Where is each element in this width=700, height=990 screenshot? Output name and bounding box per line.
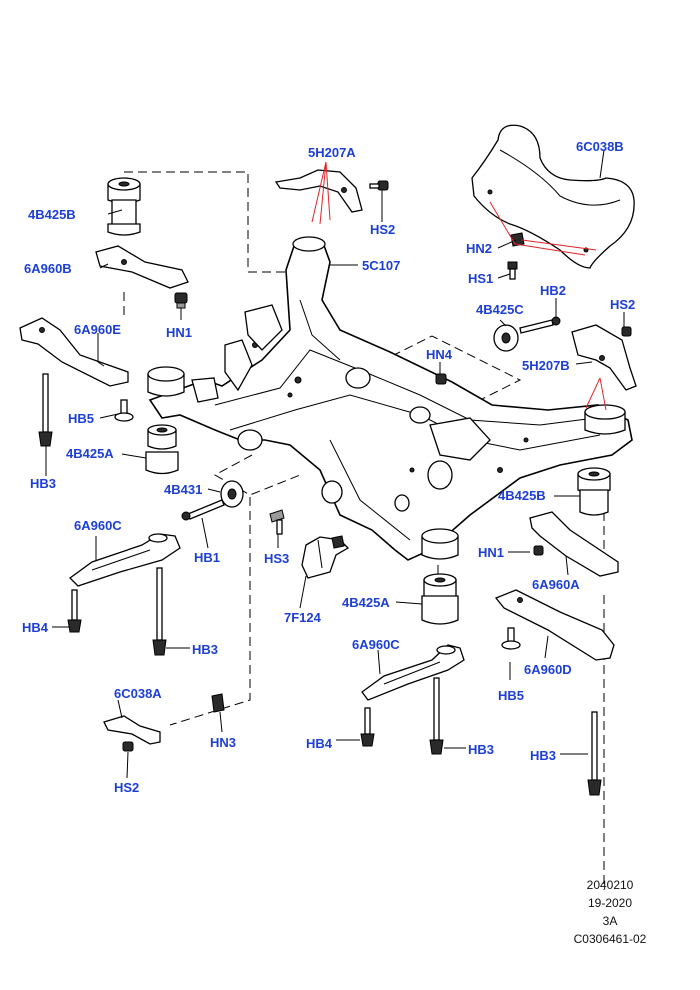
label-hb4-left: HB4 xyxy=(22,620,49,635)
footer-line-3: 3A xyxy=(602,914,618,928)
screw-hs3 xyxy=(269,509,285,535)
label-4b425a-center: 4B425A xyxy=(342,595,390,610)
bushing-4b431 xyxy=(220,480,244,508)
bolt-hb4-center xyxy=(360,707,375,747)
label-6c038b: 6C038B xyxy=(576,139,624,154)
label-hs2-right: HS2 xyxy=(610,297,635,312)
nut-hn1-right xyxy=(533,545,544,556)
label-hn2: HN2 xyxy=(466,241,492,256)
label-5c107: 5C107 xyxy=(362,258,400,273)
label-7f124: 7F124 xyxy=(284,610,322,625)
label-hn1-top: HN1 xyxy=(166,325,192,340)
bolt-hb3-left xyxy=(38,373,53,447)
label-4b431: 4B431 xyxy=(164,482,202,497)
arm-6a960c-center xyxy=(361,644,465,701)
bracket-5h207b xyxy=(571,324,637,391)
bolt-hb2 xyxy=(519,316,561,334)
bracket-7f124 xyxy=(301,535,350,579)
footer-line-2: 19-2020 xyxy=(587,896,633,910)
screw-hs1 xyxy=(507,261,518,280)
footer-line-4: C0306461-02 xyxy=(573,932,647,946)
label-4b425a-left: 4B425A xyxy=(66,446,114,461)
label-hn1-right: HN1 xyxy=(478,545,504,560)
bushing-4b425a-left xyxy=(145,424,179,475)
bushing-4b425c xyxy=(493,324,519,352)
nut-hn1-upper xyxy=(174,292,188,309)
label-6a960e: 6A960E xyxy=(74,322,121,337)
label-6a960c-left: 6A960C xyxy=(74,518,122,533)
bolt-hb5-left xyxy=(114,399,134,422)
bracket-6a960d xyxy=(494,589,615,661)
part-labels: 5H207A 6C038B 4B425B 6A960B HS2 5C107 HN… xyxy=(22,139,635,795)
label-hs1: HS1 xyxy=(468,271,493,286)
label-6a960a: 6A960A xyxy=(532,577,580,592)
label-hb1: HB1 xyxy=(194,550,220,565)
footer-line-1: 2040210 xyxy=(586,878,634,892)
screw-hs2-right xyxy=(621,326,632,337)
screw-hs2-lower xyxy=(122,741,134,752)
bolt-hb4-left xyxy=(67,589,82,633)
label-hb2: HB2 xyxy=(540,283,566,298)
label-5h207b: 5H207B xyxy=(522,358,570,373)
bushing-4b425a-center xyxy=(421,573,459,625)
label-6a960b: 6A960B xyxy=(24,261,72,276)
bracket-6a960b xyxy=(95,245,189,289)
bolt-hb3-right xyxy=(587,711,602,796)
arm-6a960c-left xyxy=(69,533,181,587)
subframe-5c107 xyxy=(147,236,633,561)
label-6a960c-center: 6A960C xyxy=(352,637,400,652)
bolt-hb5-right xyxy=(501,627,521,650)
label-hs2-lower: HS2 xyxy=(114,780,139,795)
label-hb3-lower-left: HB3 xyxy=(192,642,218,657)
bushing-4b425b xyxy=(107,177,141,236)
red-callout-lines xyxy=(311,161,607,411)
heat-shield-6c038a xyxy=(103,715,161,745)
screw-hs2-top xyxy=(369,180,389,191)
nut-hn3 xyxy=(211,693,225,713)
dashed-assembly-lines xyxy=(123,171,605,890)
bolt-hb1 xyxy=(181,499,225,521)
bolt-hb3-center xyxy=(429,677,444,755)
bracket-5h207a xyxy=(274,169,363,213)
label-hb3-left: HB3 xyxy=(30,476,56,491)
label-hn4: HN4 xyxy=(426,347,453,362)
nut-hn4 xyxy=(435,373,447,385)
label-hb3-right: HB3 xyxy=(530,748,556,763)
label-hb4-center: HB4 xyxy=(306,736,333,751)
label-6a960d: 6A960D xyxy=(524,662,572,677)
label-5h207a: 5H207A xyxy=(308,145,356,160)
label-hs3: HS3 xyxy=(264,551,289,566)
label-hb5-left: HB5 xyxy=(68,411,94,426)
bracket-6a960a xyxy=(529,511,619,577)
bolt-hb3-lower-left xyxy=(152,567,167,656)
bracket-6a960e xyxy=(19,317,129,387)
bushing-4b425b-right xyxy=(577,467,611,516)
label-4b425b: 4B425B xyxy=(28,207,76,222)
label-4b425b-right: 4B425B xyxy=(498,488,546,503)
label-6c038a: 6C038A xyxy=(114,686,162,701)
label-hb5-right: HB5 xyxy=(498,688,524,703)
label-hb3-center: HB3 xyxy=(468,742,494,757)
label-4b425c: 4B425C xyxy=(476,302,524,317)
drawing-reference-block: 2040210 19-2020 3A C0306461-02 xyxy=(540,876,680,948)
label-hn3: HN3 xyxy=(210,735,236,750)
label-hs2-top: HS2 xyxy=(370,222,395,237)
